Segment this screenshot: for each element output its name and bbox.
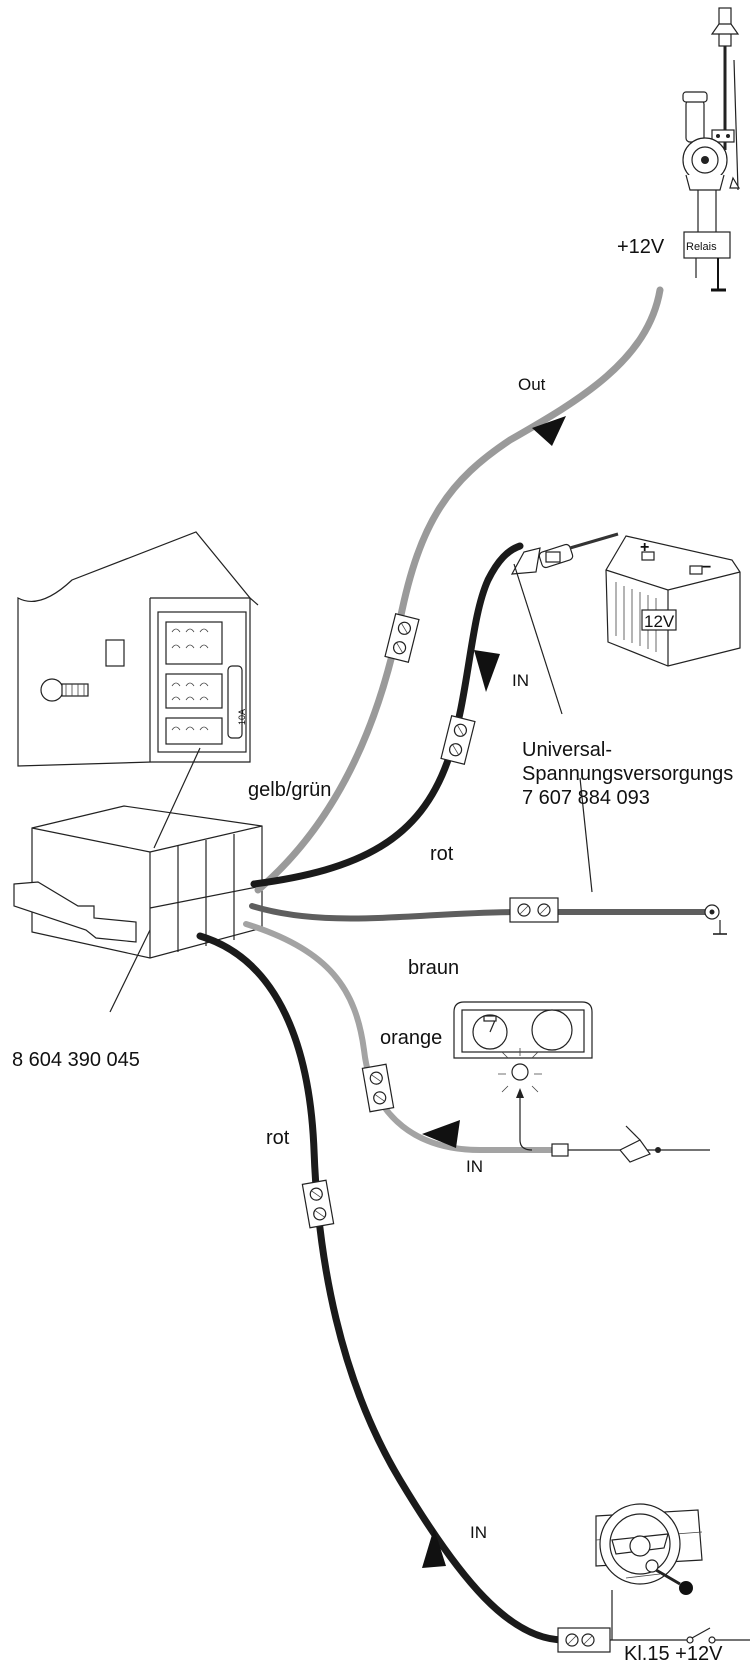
wire-orange [243,921,555,1153]
terminal-orange-icon [361,1063,395,1113]
in-lamp-label: IN [466,1157,483,1176]
part-number-leader-line [109,929,151,1013]
rot-lower-label: rot [266,1127,290,1149]
ignition-steering-icon [595,1503,750,1644]
instrument-lamp-icon [453,1001,710,1163]
svg-text:10A: 10A [237,709,247,725]
svg-text:+: + [640,539,649,556]
out-label: Out [518,375,546,394]
wire-braun [249,903,709,922]
svg-text:−: − [702,559,711,576]
orange-label: orange [380,1027,442,1049]
arrow-in-lamp-icon [422,1120,460,1148]
part-number-label: 8 604 390 045 [12,1049,140,1071]
adapter-box [13,805,263,959]
braun-label: braun [408,957,459,979]
battery-voltage-label: 12V [644,612,675,631]
ground-eyelet-icon [704,904,727,935]
gelb-gruen-label: gelb/grün [248,779,331,801]
terminal-rot-lower-icon [301,1179,335,1229]
in-ignition-label: IN [470,1523,487,1542]
terminal-gelb-icon [384,613,420,663]
in-battery-label: IN [512,671,529,690]
arrow-in-ignition-icon [422,1528,446,1568]
battery-icon: + − [510,532,741,667]
rot-upper-label: rot [430,843,454,865]
supply-label-line2: Spannungsversorgungs [522,763,733,785]
supply-label-line3: 7 607 884 093 [522,787,650,809]
power-antenna-icon [682,7,741,292]
wire-gelb-gruen [254,286,664,894]
ignition-label: Kl.15 +12V [624,1643,723,1662]
relay-name-label: Relais [686,241,717,253]
terminal-ignition-icon [557,1627,611,1653]
supply-label-line1: Universal- [522,739,612,761]
arrow-out-icon [532,416,566,446]
car-radio-icon: 10A [17,531,259,767]
supply-leader-line-bottom [579,777,593,893]
supply-leader-line-top [513,563,563,715]
relay-voltage-label: +12V [617,236,665,258]
radio-leader-line [153,747,201,849]
terminal-rot-upper-icon [440,715,476,765]
terminal-braun-icon [509,897,559,923]
wire-rot-lower [196,932,568,1644]
wire-rot-upper [250,542,524,888]
arrow-in-battery-icon [474,650,500,692]
